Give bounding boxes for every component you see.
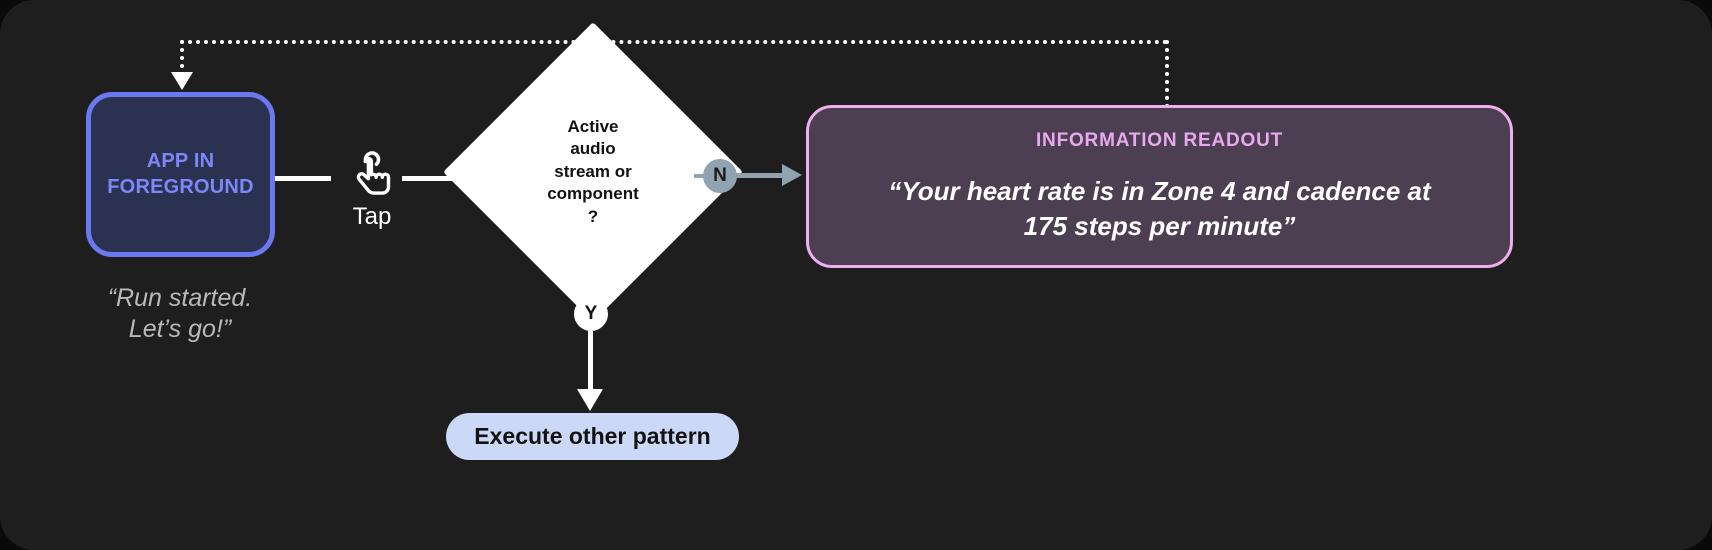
decision-label: Active audio stream or component ? [487,66,699,278]
feedback-line-horizontal [180,40,1168,44]
decision-label-line3: stream or [554,161,632,181]
connector-no-arrow-icon [782,164,802,186]
connector-decision-to-no-badge [694,174,706,178]
readout-quote: “Your heart rate is in Zone 4 and cadenc… [858,174,1460,243]
app-voice-quote: “Run started. Let’s go!” [60,283,300,346]
feedback-line-left-vertical [180,40,184,76]
app-quote-line1: “Run started. [107,284,253,312]
tap-gesture-icon [336,145,408,199]
readout-title: INFORMATION READOUT [1035,129,1284,151]
connector-yes-to-pattern [588,331,593,393]
node-app-label-line1: APP IN [146,149,215,172]
node-app-in-foreground[interactable]: APP IN FOREGROUND [86,92,275,257]
connector-no-to-readout [736,173,786,178]
node-app-label: APP IN FOREGROUND [107,149,253,200]
node-information-readout[interactable]: INFORMATION READOUT “Your heart rate is … [806,105,1513,268]
connector-yes-arrow-icon [577,389,603,411]
decision-label-line2: audio [570,139,616,159]
app-quote-line2: Let’s go!” [128,315,232,344]
decision-label-line4: component [547,184,639,204]
gesture-tap-group[interactable]: Tap [336,145,408,245]
feedback-arrow-icon [171,72,193,90]
node-app-label-line2: FOREGROUND [107,175,254,198]
gesture-tap-label: Tap [352,203,392,230]
node-execute-other-pattern[interactable]: Execute other pattern [446,413,739,460]
feedback-line-right-vertical [1165,40,1169,108]
readout-quote-line1: “Your heart rate is in Zone 4 and cadenc… [888,175,1431,206]
connector-gesture-to-decision [402,176,472,181]
decision-label-line1: Active [567,116,619,136]
decision-label-line5: ? [587,206,599,226]
execute-other-pattern-label: Execute other pattern [474,423,711,449]
readout-quote-line2: 175 steps per minute” [1023,210,1296,241]
node-decision-audio-stream[interactable]: Active audio stream or component ? [443,22,743,322]
branch-badge-yes[interactable]: Y [574,297,608,331]
connector-app-to-gesture [275,176,331,181]
branch-badge-no[interactable]: N [703,159,737,193]
connector-decision-to-yes-badge [589,278,593,298]
